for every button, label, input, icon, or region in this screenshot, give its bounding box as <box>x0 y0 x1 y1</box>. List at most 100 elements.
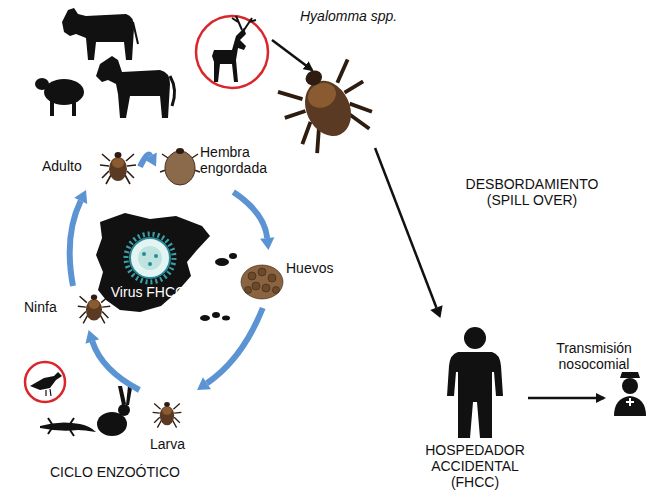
eggs-icon <box>273 287 280 294</box>
spain-map <box>96 213 237 321</box>
engorged-female-icon <box>165 151 195 185</box>
connector <box>140 152 157 166</box>
spain-map <box>200 315 210 321</box>
spain-map <box>222 316 230 321</box>
arrowhead <box>197 377 211 390</box>
virus-icon <box>154 254 158 258</box>
cow-silhouette <box>62 8 138 60</box>
eggs-icon <box>248 272 256 280</box>
rabbit-silhouette <box>118 386 132 405</box>
arrowhead <box>85 330 99 344</box>
connector <box>375 148 443 318</box>
hyalomma-node: Hyalomma spp. <box>290 6 404 144</box>
nosocomial-arrow <box>528 397 604 400</box>
spain-map <box>96 213 210 312</box>
nurse-icon <box>620 372 640 378</box>
spillover-arrow <box>375 148 436 308</box>
arrowhead <box>430 305 442 318</box>
node-text: Adulto <box>42 158 82 174</box>
stage-larva: Larva <box>142 394 196 456</box>
nurse-icon <box>614 372 646 416</box>
horse-silhouette <box>170 76 175 106</box>
edge-label: DESBORDAMIENTO (SPILL OVER) <box>452 176 612 208</box>
horse-silhouette <box>96 56 175 118</box>
cow-silhouette <box>133 22 138 44</box>
arrowhead <box>260 237 274 250</box>
eggs-icon <box>241 265 283 299</box>
eggs-icon <box>245 287 252 294</box>
stage-adult: Adulto <box>42 150 136 186</box>
eggs-icon <box>258 268 266 276</box>
spain-map <box>229 253 237 259</box>
connector <box>197 308 263 390</box>
cow-silhouette <box>62 8 134 60</box>
transmission-label: Transmisión nosocomial <box>546 340 642 372</box>
bird-silhouette <box>30 372 62 390</box>
node-text: Ninfa <box>24 299 57 315</box>
stage-eggs: Huevos <box>236 254 336 304</box>
lizard-silhouette <box>40 422 96 432</box>
sheep-silhouette <box>50 100 54 116</box>
lizard-silhouette <box>48 418 74 436</box>
host-arrow <box>272 40 312 70</box>
engorged-female-icon <box>160 148 200 185</box>
sheep-silhouette <box>35 78 49 90</box>
node-text: Huevos <box>286 260 333 276</box>
deer-silhouette <box>232 16 256 30</box>
accidental-host: HOSPEDADOR ACCIDENTAL (FHCC) <box>405 322 545 494</box>
stage-engorged-female: Hembra engordada <box>160 142 274 188</box>
rabbit-silhouette <box>118 404 130 416</box>
virus-icon <box>138 246 162 270</box>
connector <box>70 190 88 286</box>
eggs-icon <box>262 284 270 292</box>
eggs-icon <box>268 274 276 282</box>
nurse-icon <box>622 378 638 394</box>
adult-tick-icon <box>100 152 136 184</box>
horse-silhouette <box>96 56 170 118</box>
nurse-icon <box>626 398 634 406</box>
cycle-arrow <box>70 201 81 286</box>
bird-silhouette <box>25 362 65 402</box>
node-text: Larva <box>150 436 185 452</box>
adult-tick-icon <box>100 152 136 184</box>
rabbit-silhouette <box>97 386 132 436</box>
cycle-title: CICLO ENZOÓTICO <box>50 464 180 480</box>
human-silhouette <box>447 327 503 438</box>
sheep-silhouette <box>72 100 76 116</box>
cycle-arrow <box>92 341 139 390</box>
deer-silhouette <box>196 16 268 88</box>
virus-icon <box>142 252 146 256</box>
engorged-female-icon <box>176 148 184 154</box>
human-silhouette <box>464 327 486 349</box>
bird-silhouette <box>25 362 65 402</box>
virus-icon <box>126 234 174 282</box>
deer-silhouette <box>212 28 246 82</box>
virus-icon <box>126 234 174 282</box>
eggs-icon <box>241 265 283 299</box>
node-text: HOSPEDADOR ACCIDENTAL (FHCC) <box>410 442 540 490</box>
eggs-icon <box>252 282 260 290</box>
deer-silhouette <box>196 16 268 88</box>
virus-label: Virus FHCC <box>106 284 190 300</box>
stage-nymph: Ninfa <box>24 290 116 326</box>
arrowhead <box>74 190 87 204</box>
cycle-arrow <box>233 192 267 238</box>
node-text: Hyalomma spp. <box>300 8 402 24</box>
connector <box>85 330 139 390</box>
cycle-arrow <box>207 308 263 383</box>
virus-icon <box>148 262 152 266</box>
arrowhead <box>144 152 157 166</box>
virus-icon <box>130 238 170 278</box>
bird-silhouette <box>46 389 51 396</box>
spain-map <box>212 312 220 318</box>
hyalomma-icon <box>272 53 383 159</box>
spain-map <box>215 258 229 266</box>
hyalomma-icon <box>272 53 383 159</box>
lizard-silhouette <box>40 418 96 436</box>
connector <box>233 192 274 250</box>
nurse-icon <box>614 396 646 416</box>
sheep-silhouette <box>35 78 84 116</box>
